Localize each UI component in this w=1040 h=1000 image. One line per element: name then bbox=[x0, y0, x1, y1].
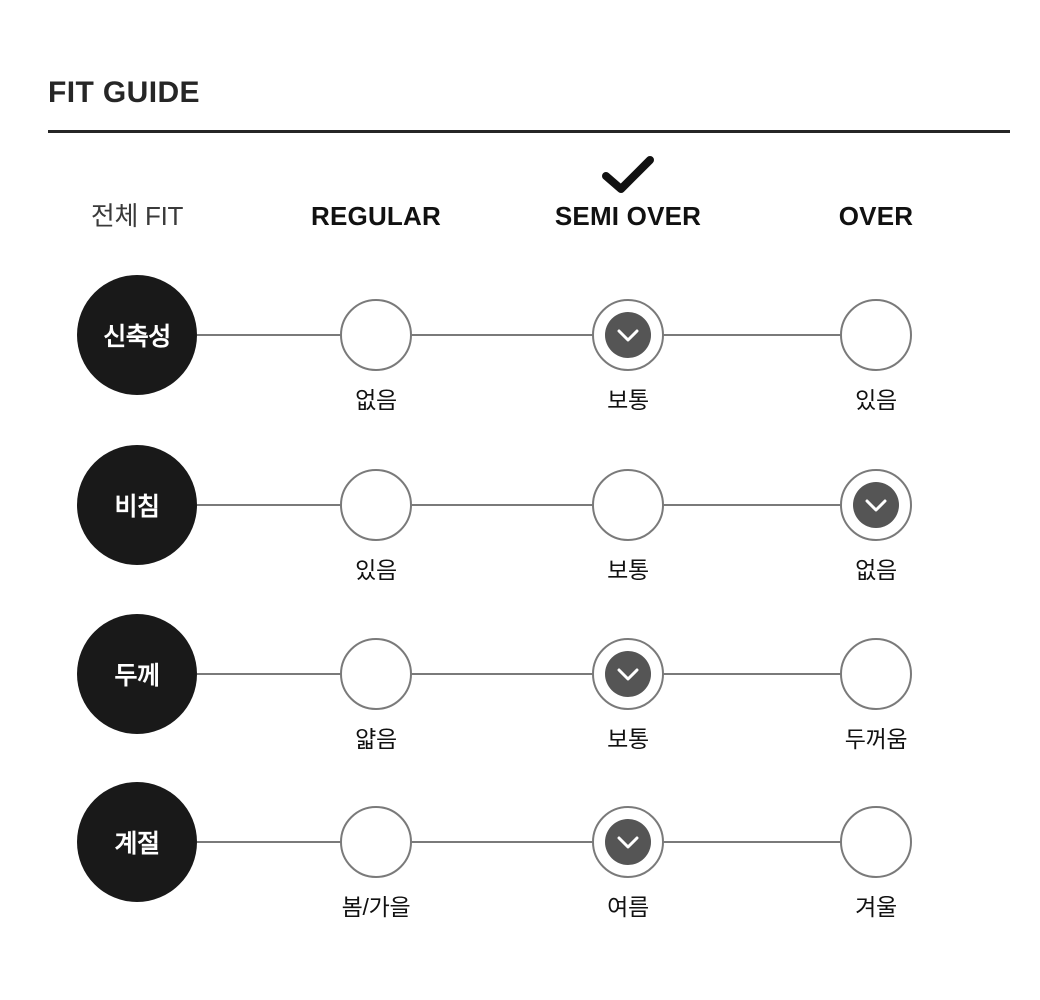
option-node[interactable]: 보통 bbox=[592, 638, 664, 752]
option-circle bbox=[340, 299, 412, 371]
fit-row: 두께 얇음 보통 bbox=[0, 590, 1040, 760]
option-label: 두꺼움 bbox=[844, 726, 908, 752]
option-label: 보통 bbox=[607, 557, 649, 583]
option-node[interactable]: 보통 bbox=[592, 299, 664, 413]
option-circle bbox=[592, 469, 664, 541]
option-node[interactable]: 겨울 bbox=[840, 806, 912, 920]
title-divider bbox=[48, 130, 1010, 133]
option-circle bbox=[840, 469, 912, 541]
column-header-semi-over[interactable]: SEMI OVER bbox=[554, 201, 702, 231]
category-badge: 계절 bbox=[77, 782, 197, 902]
option-node[interactable]: 얇음 bbox=[340, 638, 412, 752]
column-header-over[interactable]: OVER bbox=[838, 201, 914, 231]
axis-label: 전체 FIT bbox=[90, 201, 184, 231]
row-connector-line bbox=[197, 504, 876, 506]
option-circle bbox=[840, 806, 912, 878]
option-node[interactable]: 있음 bbox=[840, 299, 912, 413]
option-selected-marker bbox=[605, 312, 651, 358]
option-label: 있음 bbox=[855, 387, 897, 413]
option-circle bbox=[340, 469, 412, 541]
fit-header-row: 전체 FIT REGULAR SEMI OVER OVER bbox=[0, 196, 1040, 236]
option-node[interactable]: 보통 bbox=[592, 469, 664, 583]
category-badge: 비침 bbox=[77, 445, 197, 565]
option-circle bbox=[840, 299, 912, 371]
option-label: 얇음 bbox=[355, 726, 397, 752]
category-badge: 신축성 bbox=[77, 275, 197, 395]
category-badge: 두께 bbox=[77, 614, 197, 734]
row-connector-line bbox=[197, 334, 876, 336]
option-label: 봄/가을 bbox=[341, 894, 411, 920]
option-selected-marker bbox=[605, 651, 651, 697]
option-circle bbox=[840, 638, 912, 710]
option-node[interactable]: 봄/가을 bbox=[340, 806, 412, 920]
option-label: 보통 bbox=[607, 387, 649, 413]
option-node[interactable]: 두꺼움 bbox=[840, 638, 912, 752]
option-label: 보통 bbox=[607, 726, 649, 752]
option-label: 있음 bbox=[355, 557, 397, 583]
option-node[interactable]: 여름 bbox=[592, 806, 664, 920]
page-title: FIT GUIDE bbox=[48, 76, 200, 109]
option-circle bbox=[340, 806, 412, 878]
row-connector-line bbox=[197, 673, 876, 675]
active-column-check-icon bbox=[503, 156, 753, 198]
column-header-regular[interactable]: REGULAR bbox=[311, 201, 441, 231]
fit-row: 계절 봄/가을 여름 bbox=[0, 758, 1040, 928]
option-circle bbox=[340, 638, 412, 710]
option-label: 겨울 bbox=[855, 894, 897, 920]
option-selected-marker bbox=[853, 482, 899, 528]
option-node[interactable]: 없음 bbox=[340, 299, 412, 413]
option-label: 여름 bbox=[607, 894, 649, 920]
option-label: 없음 bbox=[855, 557, 897, 583]
row-connector-line bbox=[197, 841, 876, 843]
fit-row: 신축성 없음 보통 bbox=[0, 251, 1040, 421]
fit-row: 비침 있음 보통 bbox=[0, 421, 1040, 591]
option-label: 없음 bbox=[355, 387, 397, 413]
option-node[interactable]: 있음 bbox=[340, 469, 412, 583]
option-selected-marker bbox=[605, 819, 651, 865]
option-node[interactable]: 없음 bbox=[840, 469, 912, 583]
